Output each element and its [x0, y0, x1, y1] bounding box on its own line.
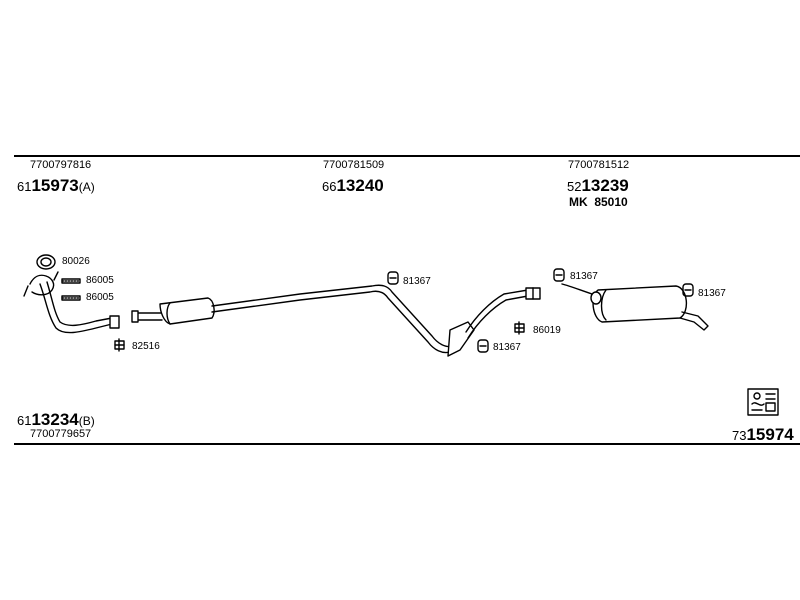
part-main: 15973 — [31, 176, 79, 195]
rear-silencer — [561, 283, 709, 331]
front-downpipe — [23, 271, 120, 334]
callout-hanger-3: 81367 — [698, 288, 726, 299]
part-number-downpipe: 6113234(B) — [17, 411, 95, 428]
part-main: 13239 — [581, 176, 629, 195]
clamp-icon — [514, 321, 525, 335]
rubber-hanger-icon — [387, 268, 694, 353]
callout-clamp-front: 82516 — [132, 341, 160, 352]
part-prefix: 61 — [17, 413, 32, 428]
assembly-kit-icon — [747, 388, 779, 416]
part-prefix: 66 — [322, 179, 337, 194]
callout-hanger-4: 81367 — [493, 342, 521, 353]
callout-hanger-2: 81367 — [570, 271, 598, 282]
callout-hanger-1: 81367 — [403, 276, 431, 287]
callout-clamp-mid: 86019 — [533, 325, 561, 336]
callout-gasket: 80026 — [62, 256, 90, 267]
part-prefix: 52 — [567, 179, 582, 194]
clamp-icon — [114, 338, 125, 352]
part-prefix: 61 — [17, 179, 32, 194]
callout-bolt-2: 86005 — [86, 292, 114, 303]
oem-number-front-pipe: 7700797816 — [30, 159, 92, 171]
part-number-front-pipe: 6115973(A) — [17, 177, 95, 194]
bolt-icon — [61, 278, 81, 301]
part-number-middle-silencer: 6613240 — [322, 177, 384, 194]
oem-number-downpipe: 7700779657 — [30, 428, 92, 440]
callout-bolt-1: 86005 — [86, 275, 114, 286]
part-number-rear-silencer: 5213239 — [567, 177, 629, 194]
part-suffix: (B) — [78, 414, 95, 428]
part-main: 13234 — [31, 410, 79, 429]
part-number-assembly-kit: 7315974 — [732, 426, 794, 443]
bottom-divider — [14, 443, 800, 445]
top-divider — [14, 155, 800, 157]
oem-number-rear-silencer: 7700781512 — [568, 159, 630, 171]
part-prefix: 73 — [732, 428, 747, 443]
gasket-ring-icon — [36, 254, 56, 270]
part-main: 13240 — [336, 176, 384, 195]
part-suffix: (A) — [78, 180, 95, 194]
part-main: 15974 — [746, 425, 794, 444]
mounting-kit-number: MK 85010 — [569, 195, 628, 209]
oem-number-middle-silencer: 7700781509 — [323, 159, 385, 171]
middle-silencer-pipe — [131, 284, 541, 357]
